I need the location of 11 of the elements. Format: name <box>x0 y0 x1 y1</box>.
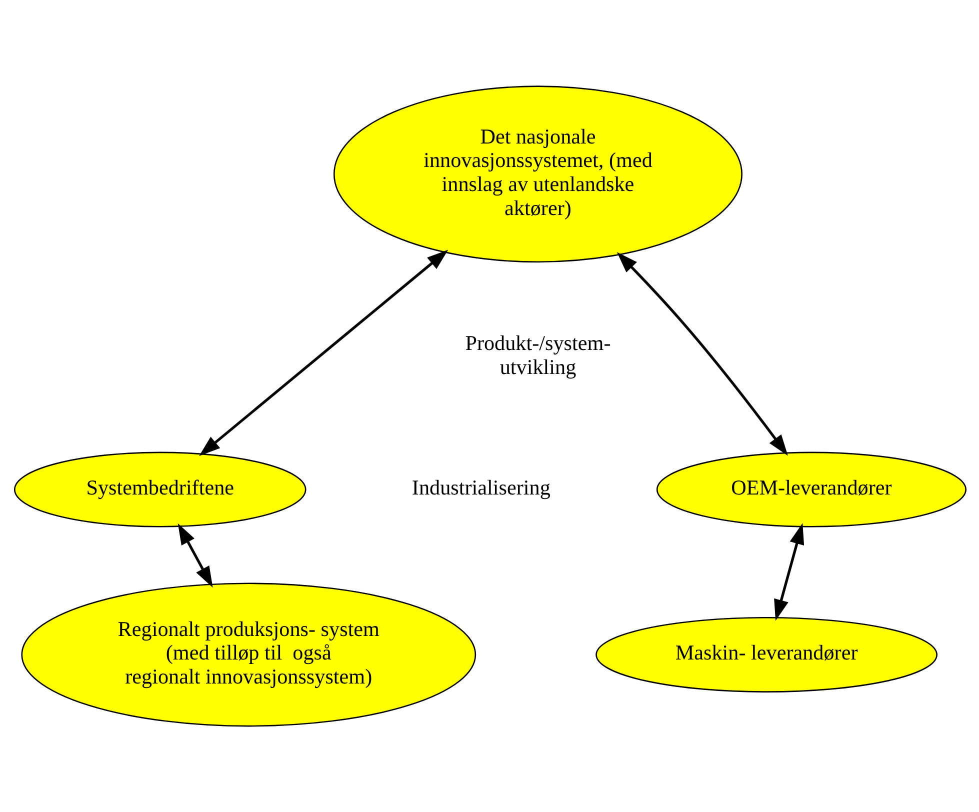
node-ellipse: OEM-leverandører <box>656 452 966 528</box>
arrow <box>774 523 804 621</box>
node-ellipse: Regionalt produksjons- system (med tilløp til også regionalt innovasjonssystem) <box>20 582 476 727</box>
arrow <box>177 523 212 588</box>
arrow <box>198 250 448 456</box>
node-ellipse: Det nasjonale innovasjonssystemet, (med innslag av utenlandske aktører) <box>332 86 742 263</box>
label: Industrialisering <box>411 476 550 500</box>
label: Produkt-/system- utvikling <box>464 331 610 379</box>
node-ellipse: Maskin- leverandører <box>595 616 937 692</box>
arrow <box>616 252 788 456</box>
node-ellipse: Systembedriftene <box>13 452 306 528</box>
